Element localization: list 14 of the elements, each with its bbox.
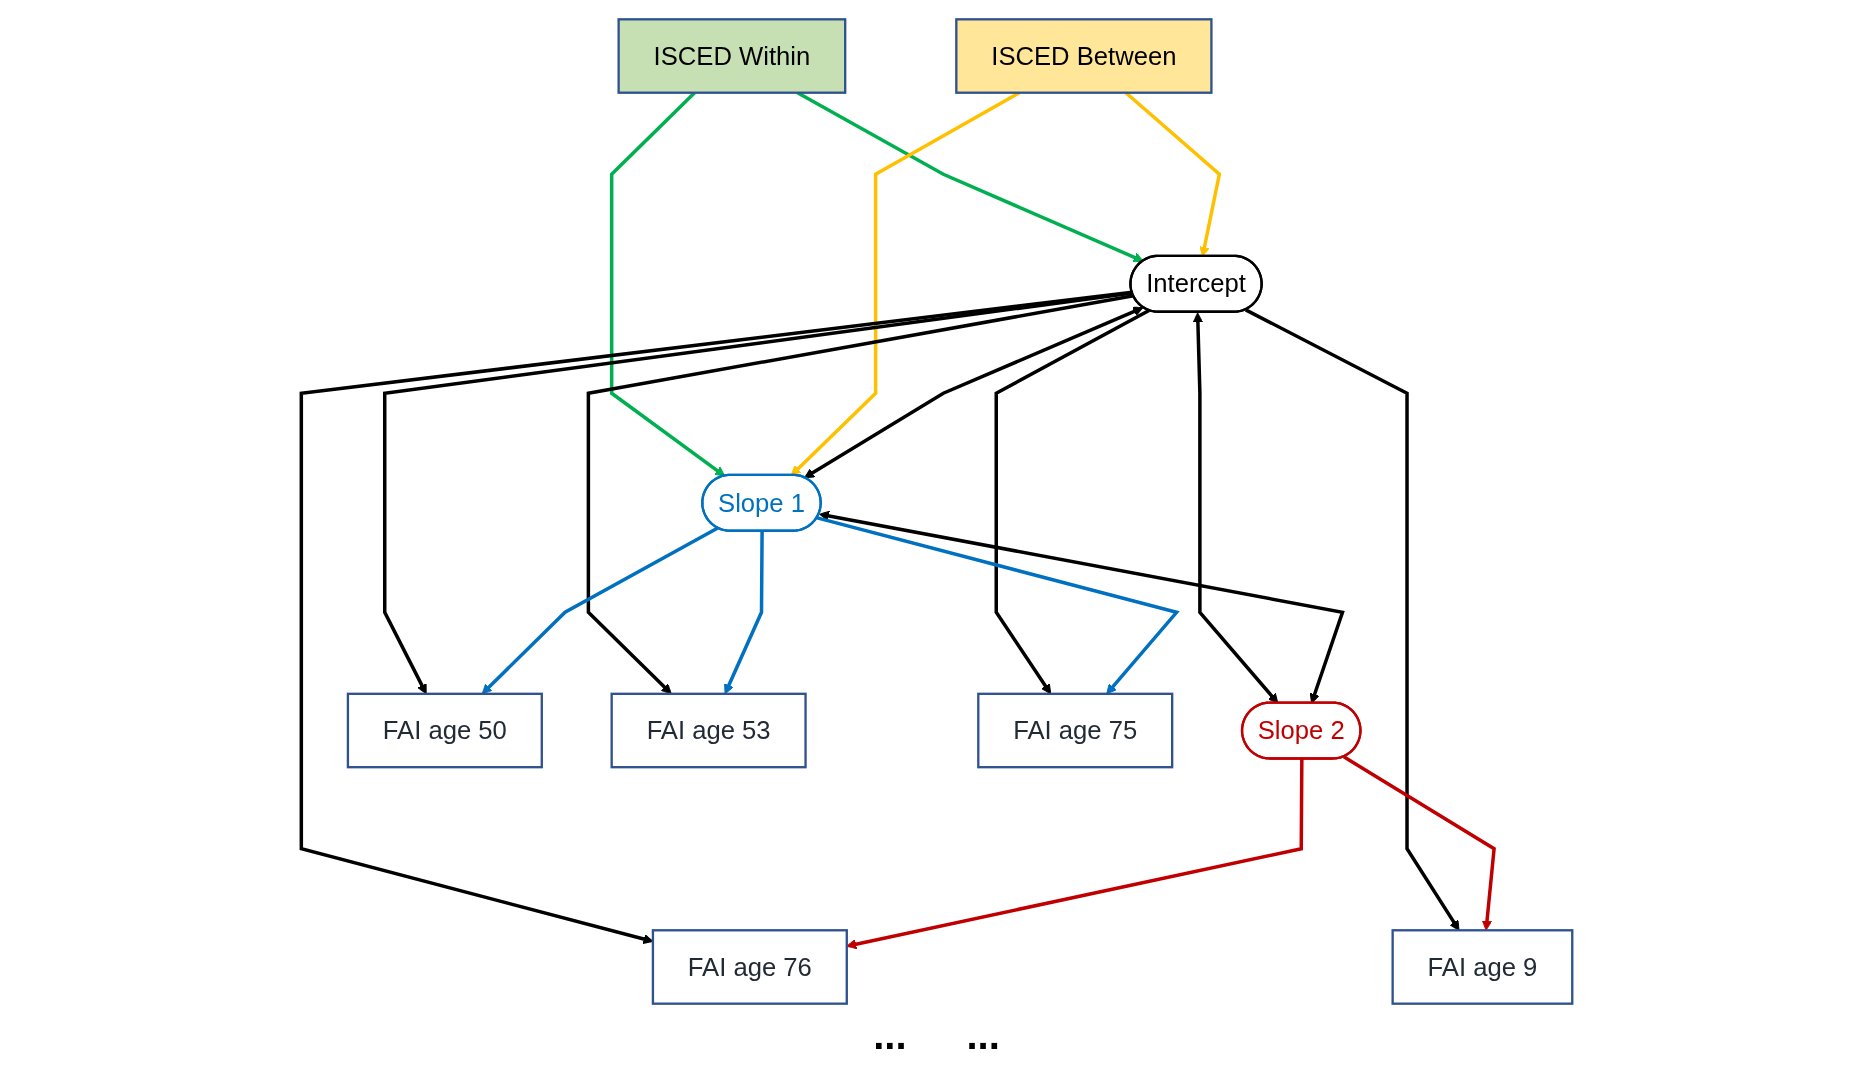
ellipsis-label: ...: [873, 1013, 907, 1058]
arrow: [803, 306, 1143, 479]
node-box: FAI age 50: [346, 692, 543, 769]
node-box: FAI age 9: [1391, 929, 1574, 1005]
arrow: [299, 290, 1133, 945]
arrow: [1244, 308, 1460, 931]
node-box: FAI age 76: [651, 929, 848, 1005]
arrow: [1342, 755, 1496, 931]
node-box: ISCED Within: [617, 18, 847, 94]
arrow: [846, 759, 1304, 950]
ellipsis-label: ...: [966, 1013, 1000, 1058]
node-box: FAI age 75: [976, 692, 1174, 769]
node-box: FAI age 53: [610, 692, 807, 769]
node-box: ISCED Between: [954, 18, 1213, 94]
